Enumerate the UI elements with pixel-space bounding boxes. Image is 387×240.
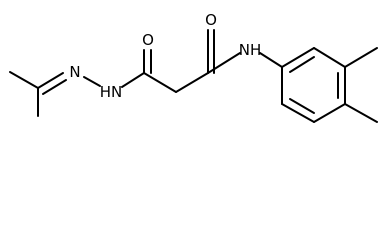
ring-inner-double-1 <box>289 56 315 73</box>
bond-c-n-double-1 <box>37 72 64 89</box>
bond-carbonyl2-nh <box>207 52 241 74</box>
molecule-structure-diagram: O O NH N HN <box>9 11 378 123</box>
atom-oxygen-2: O <box>205 11 217 29</box>
bond-n-n <box>83 76 101 87</box>
atom-hydrazone-n: N <box>69 63 80 81</box>
bond-methyl-4 <box>344 103 378 123</box>
bond-methyl-3 <box>344 47 378 68</box>
bond-c-n-double-2 <box>42 79 67 95</box>
ring-inner-double-3 <box>289 98 315 114</box>
atom-oxygen-1: O <box>142 31 154 49</box>
bond-hn-carbonyl <box>121 72 145 88</box>
bond-chain-1 <box>143 72 177 93</box>
atom-hydrazide-hn: HN <box>100 83 123 101</box>
ring-bond-1 <box>281 47 315 68</box>
atom-amide-nh: NH <box>239 41 262 59</box>
ring-bond-2 <box>313 47 346 68</box>
ring-bond-5 <box>281 103 315 123</box>
bond-nh-aryl <box>259 52 283 68</box>
bond-methyl-top <box>9 71 39 89</box>
bond-chain-2 <box>175 72 209 93</box>
ring-bond-4 <box>313 103 346 123</box>
